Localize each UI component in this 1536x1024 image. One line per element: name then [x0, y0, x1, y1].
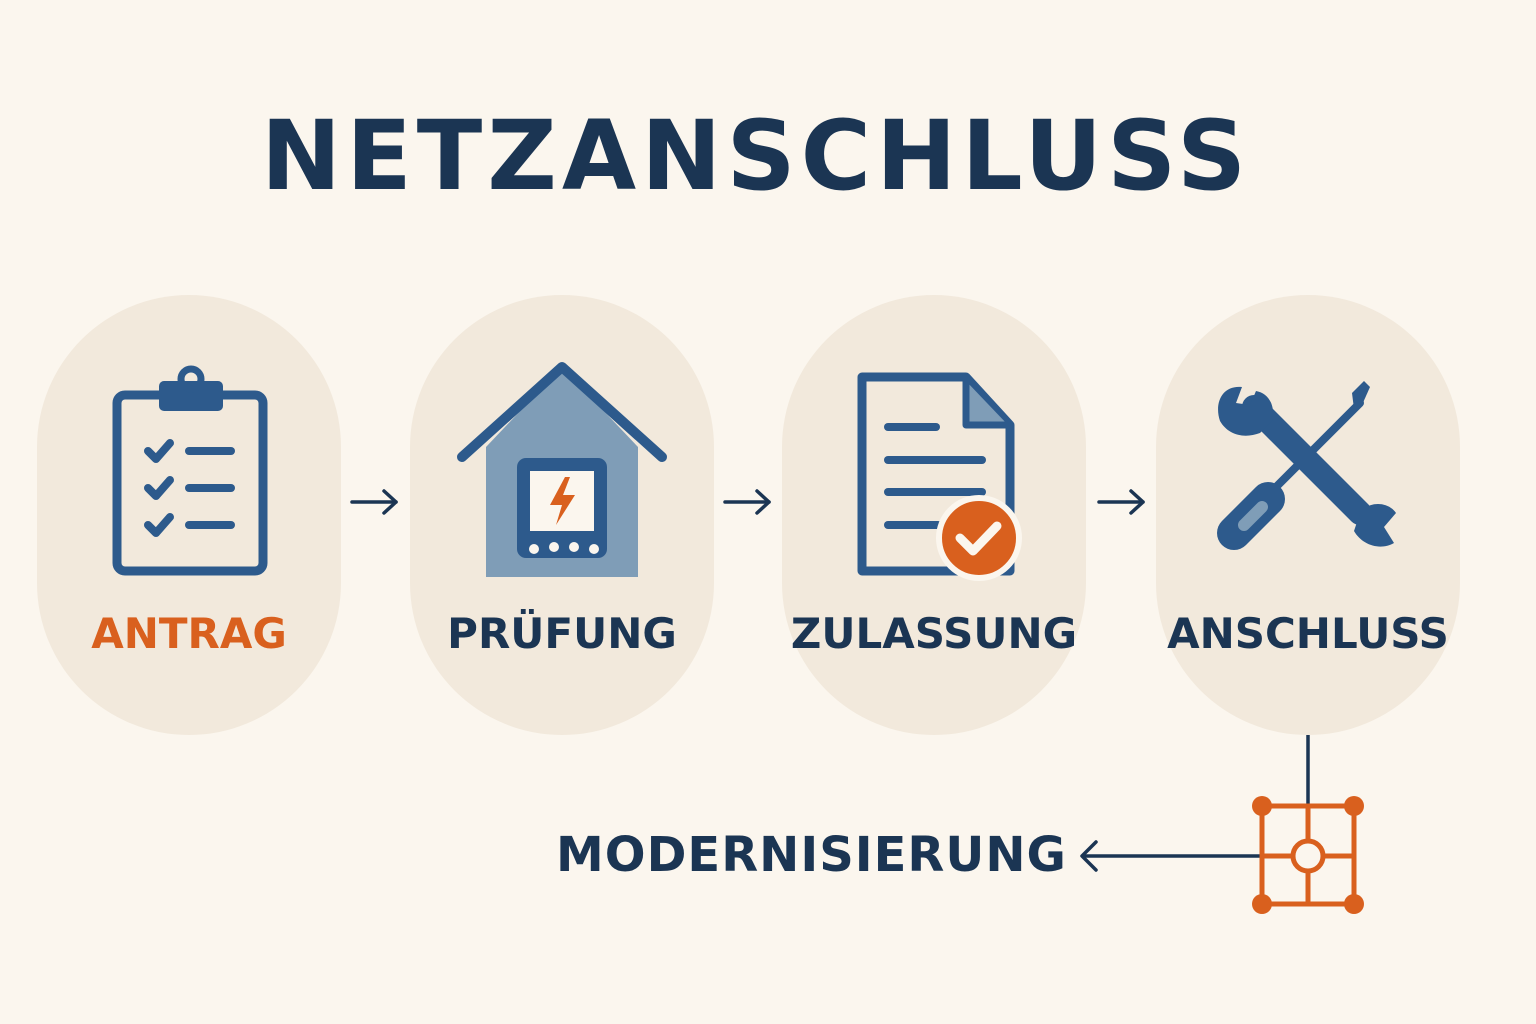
document-check-icon	[857, 372, 1022, 581]
clipboard-checklist-icon	[112, 365, 268, 576]
grid-node-icon	[1259, 803, 1357, 907]
arrow-left-icon	[1080, 840, 1098, 872]
wrench-screwdriver-icon	[1217, 381, 1396, 550]
modernisierung-label: MODERNISIERUNG	[556, 827, 1067, 883]
step-antrag: ANTRAG	[37, 295, 341, 735]
house-lightning-icon	[457, 362, 667, 577]
arrow-right-icon	[723, 489, 771, 515]
step-label-antrag: ANTRAG	[91, 609, 287, 658]
page-title: NETZANSCHLUSS	[260, 100, 1252, 212]
step-label-zulassung: ZULASSUNG	[790, 609, 1078, 658]
step-label-anschluss: ANSCHLUSS	[1167, 609, 1449, 658]
step-anschluss: ANSCHLUSS	[1156, 295, 1460, 735]
arrow-right-icon	[350, 489, 398, 515]
step-label-pruefung: PRÜFUNG	[447, 609, 677, 658]
arrow-right-icon	[1097, 489, 1145, 515]
step-pruefung: PRÜFUNG	[410, 295, 714, 735]
step-zulassung: ZULASSUNG	[782, 295, 1086, 735]
